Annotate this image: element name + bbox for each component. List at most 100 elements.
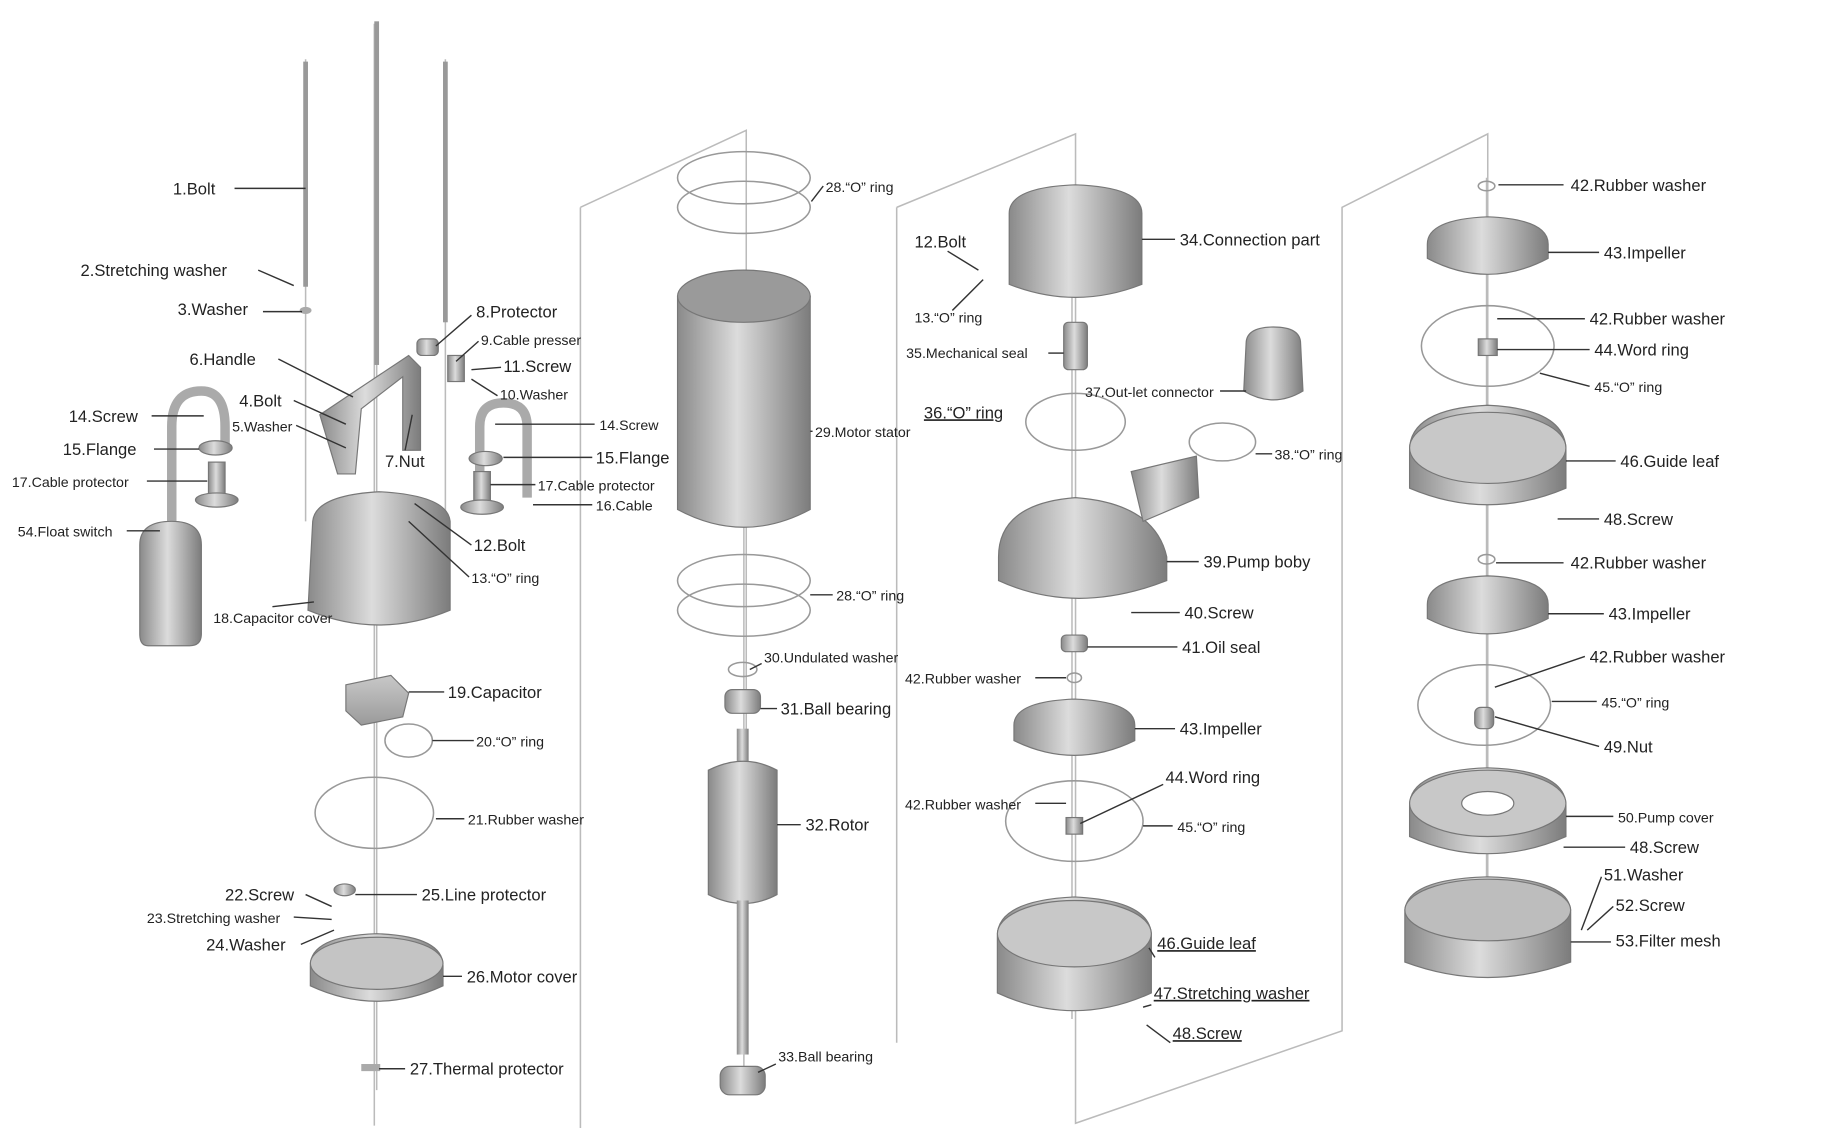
part-label: 43.Impeller bbox=[1180, 720, 1262, 739]
part-label: 23.Stretching washer bbox=[147, 911, 281, 927]
leader-line bbox=[1148, 947, 1156, 958]
part-label: 42.Rubber washer bbox=[905, 672, 1021, 688]
part-label: 44.Word ring bbox=[1594, 340, 1689, 359]
part-label: 2.Stretching washer bbox=[81, 261, 228, 280]
part-label: 43.Impeller bbox=[1604, 243, 1686, 262]
capacitor-part bbox=[345, 674, 410, 726]
leader-line bbox=[1079, 783, 1164, 825]
part-label: 46.Guide leaf bbox=[1157, 934, 1256, 953]
part-label: 46.Guide leaf bbox=[1620, 452, 1719, 471]
leader-line bbox=[1539, 372, 1590, 387]
leader-line bbox=[295, 424, 347, 449]
part-label: 39.Pump boby bbox=[1203, 553, 1311, 572]
part-label: 28.“O” ring bbox=[836, 589, 904, 605]
capacitor-cover-part bbox=[307, 491, 451, 626]
float-switch-part bbox=[139, 520, 202, 647]
impeller-stack-parts bbox=[1404, 180, 1572, 979]
part-label: 35.Mechanical seal bbox=[906, 346, 1028, 362]
part-label: 19.Capacitor bbox=[448, 683, 542, 702]
part-label: 25.Line protector bbox=[422, 886, 547, 905]
pump-body-part bbox=[997, 497, 1168, 599]
leader-line bbox=[293, 916, 332, 921]
motor-top-parts bbox=[139, 21, 532, 1072]
part-label: 31.Ball bearing bbox=[781, 699, 892, 718]
leader-line bbox=[1580, 876, 1603, 931]
part-label: 9.Cable presser bbox=[481, 333, 582, 349]
leader-line bbox=[414, 502, 472, 546]
leader-line bbox=[1586, 905, 1614, 931]
part-label: 8.Protector bbox=[476, 303, 558, 322]
part-label: 44.Word ring bbox=[1166, 768, 1261, 787]
leader-line bbox=[1494, 716, 1600, 748]
part-label: 22.Screw bbox=[225, 886, 295, 905]
protector-part bbox=[416, 338, 439, 357]
part-label: 45.“O” ring bbox=[1177, 820, 1245, 836]
part-label: 7.Nut bbox=[385, 452, 425, 471]
part-label: 15.Flange bbox=[63, 440, 137, 459]
leader-line bbox=[810, 185, 824, 202]
part-label: 26.Motor cover bbox=[467, 967, 578, 986]
part-label: 36.“O” ring bbox=[924, 403, 1003, 422]
part-label: 48.Screw bbox=[1630, 838, 1700, 857]
part-label: 48.Screw bbox=[1604, 510, 1674, 529]
leader-line bbox=[471, 378, 498, 397]
part-label: 34.Connection part bbox=[1180, 230, 1320, 249]
part-label: 42.Rubber washer bbox=[1590, 310, 1726, 329]
rotor-part bbox=[707, 760, 778, 904]
part-label: 49.Nut bbox=[1604, 737, 1653, 756]
leader-line bbox=[305, 893, 332, 908]
handle-part bbox=[319, 354, 422, 475]
part-label: 15.Flange bbox=[596, 448, 670, 467]
part-label: 16.Cable bbox=[596, 499, 653, 515]
part-label: 29.Motor stator bbox=[815, 425, 911, 441]
part-label: 40.Screw bbox=[1185, 604, 1255, 623]
part-label: 3.Washer bbox=[178, 300, 249, 319]
part-label: 11.Screw bbox=[503, 357, 572, 376]
part-label: 47.Stretching washer bbox=[1154, 984, 1310, 1003]
part-label: 33.Ball bearing bbox=[778, 1050, 873, 1066]
leader-line bbox=[257, 269, 295, 287]
part-label: 53.Filter mesh bbox=[1616, 932, 1721, 951]
part-label: 12.Bolt bbox=[914, 233, 966, 252]
part-label: 51.Washer bbox=[1604, 865, 1684, 884]
leader-line bbox=[749, 662, 762, 671]
part-label: 42.Rubber washer bbox=[1571, 554, 1707, 573]
part-label: 43.Impeller bbox=[1609, 605, 1691, 624]
part-label: 42.Rubber washer bbox=[905, 797, 1021, 813]
part-label: 41.Oil seal bbox=[1182, 638, 1260, 657]
part-label: 14.Screw bbox=[69, 407, 139, 426]
part-label: 20.“O” ring bbox=[476, 734, 544, 750]
part-label: 50.Pump cover bbox=[1618, 810, 1714, 826]
part-label: 38.“O” ring bbox=[1275, 448, 1343, 464]
part-label: 10.Washer bbox=[500, 387, 568, 403]
part-label: 14.Screw bbox=[599, 418, 659, 434]
part-label: 24.Washer bbox=[206, 935, 286, 954]
part-label: 48.Screw bbox=[1173, 1024, 1243, 1043]
part-label: 27.Thermal protector bbox=[410, 1060, 564, 1079]
leader-line bbox=[455, 340, 480, 362]
leader-line bbox=[272, 601, 314, 608]
leader-line bbox=[300, 929, 335, 945]
leader-line bbox=[278, 358, 354, 398]
part-label: 45.“O” ring bbox=[1594, 380, 1662, 396]
leader-line bbox=[471, 366, 502, 371]
part-label: 45.“O” ring bbox=[1601, 695, 1669, 711]
part-label: 30.Undulated washer bbox=[764, 650, 898, 666]
bolt-1 bbox=[303, 61, 308, 287]
part-label: 54.Float switch bbox=[18, 525, 113, 541]
part-label: 17.Cable protector bbox=[12, 475, 129, 491]
leader-line bbox=[1142, 1004, 1152, 1008]
bolt-3 bbox=[443, 61, 448, 323]
float-switch-cable bbox=[167, 386, 230, 522]
part-label: 28.“O” ring bbox=[826, 180, 894, 196]
leader-line bbox=[1146, 1024, 1171, 1044]
part-label: 18.Capacitor cover bbox=[213, 611, 332, 627]
leader-line bbox=[947, 250, 979, 271]
part-label: 21.Rubber washer bbox=[468, 813, 584, 829]
part-label: 42.Rubber washer bbox=[1571, 176, 1707, 195]
part-label: 42.Rubber washer bbox=[1590, 647, 1726, 666]
pump-body-parts bbox=[996, 184, 1304, 1012]
part-label: 17.Cable protector bbox=[538, 479, 655, 495]
